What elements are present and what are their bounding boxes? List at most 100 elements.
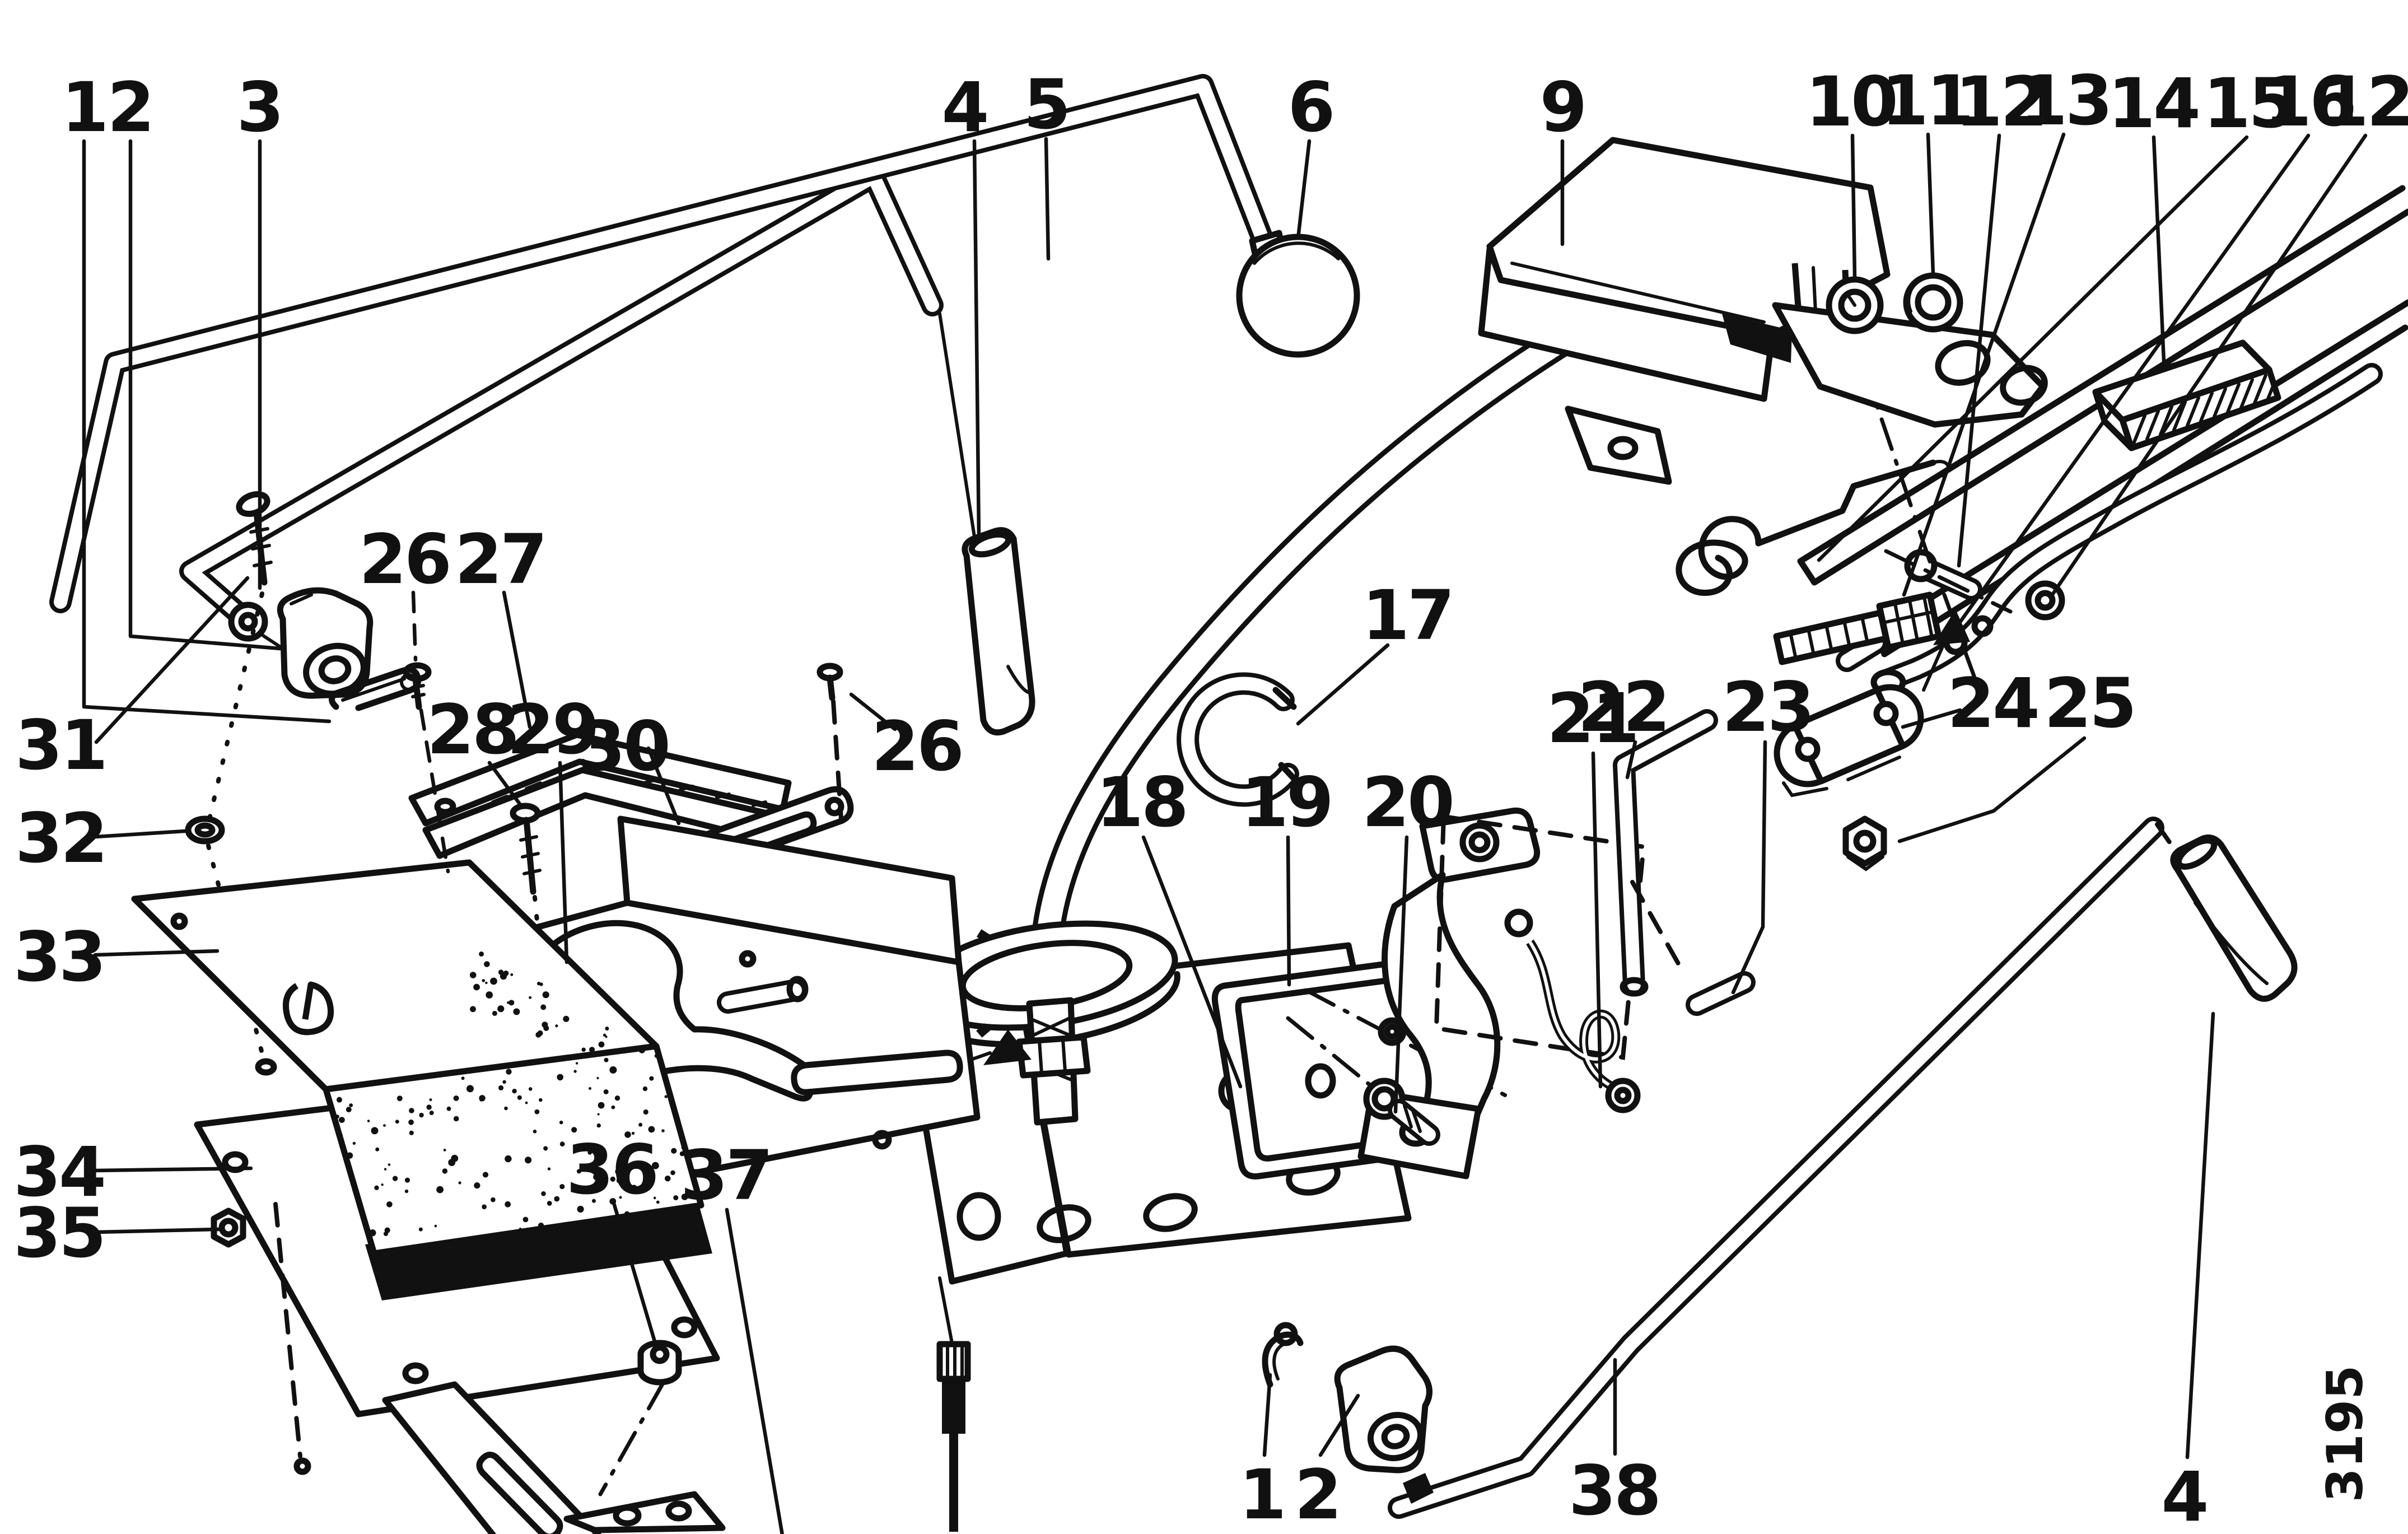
leader-line-19: [1286, 835, 1291, 987]
hand-grip-right: [2170, 834, 2298, 1002]
cover-washer: [185, 815, 267, 1064]
callout-label-30-20: 30: [578, 707, 669, 786]
cover-shadow: [365, 1199, 712, 1300]
callout-label-15-12: 15: [2203, 64, 2294, 143]
leader-line-35: [94, 1227, 221, 1234]
leader-line-6: [1296, 139, 1312, 240]
callout-label-26-16: 26: [359, 520, 450, 599]
plug-small: [1826, 276, 1884, 334]
leader-line-20: [1393, 835, 1409, 1114]
leader-line-21: [1591, 751, 1603, 1089]
leader-line-12: [2048, 133, 2368, 599]
callout-label-17-15: 17: [1362, 576, 1453, 655]
leader-line-25: [1897, 736, 2087, 843]
callout-label-16-13: 16: [2264, 62, 2355, 142]
hand-grip-left: [962, 527, 1035, 736]
stem-nut: [1016, 1034, 1091, 1079]
callout-label-4-40: 4: [2162, 1457, 2207, 1534]
set-screw-b: [816, 663, 843, 821]
leader-lines: [82, 132, 2368, 1534]
callout-label-38-39: 38: [1569, 1451, 1659, 1531]
lever-tube: [1030, 327, 1570, 953]
callout-label-12-9: 12: [1955, 62, 2046, 142]
callout-label-32-31: 32: [15, 799, 106, 878]
clamp-nut: [1842, 815, 1887, 871]
leader-line-4: [2185, 1011, 2215, 1460]
leader-line-1: [1262, 1373, 1272, 1457]
clamp-bracket: [1774, 684, 1924, 798]
leader-line-2: [128, 139, 282, 651]
leader-line-28: [487, 761, 523, 808]
leader-line-24: [1901, 708, 1962, 729]
leader-line-5: [1044, 137, 1051, 261]
housing-bracket: [1772, 302, 2046, 428]
callout-label-19-23: 19: [1241, 763, 1332, 842]
callout-label-26-21: 26: [871, 707, 962, 786]
clevis-pin: [1884, 549, 2013, 614]
callout-label-37-36: 37: [680, 1136, 771, 1215]
callout-label-33-32: 33: [13, 917, 104, 997]
callout-label-10-7: 10: [1805, 62, 1896, 142]
leader-line-29: [558, 761, 569, 964]
callout-label-1-37: 1: [1239, 1455, 1285, 1534]
callout-label-13-10: 13: [2020, 61, 2111, 141]
roll-pin: [1630, 880, 1756, 1016]
leader-line-17: [1296, 643, 1390, 726]
leader-line-26: [411, 590, 418, 662]
callout-label-31-30: 31: [15, 706, 106, 785]
shift-housing: [1478, 137, 2048, 485]
leader-line-12: [1957, 133, 2001, 568]
leader-line-23: [1731, 740, 1767, 995]
rubber-pad: [2092, 339, 2281, 451]
callout-label-36-35: 36: [566, 1130, 657, 1210]
plug-threaded: [1903, 272, 1963, 333]
leader-line-26: [419, 708, 450, 874]
callout-label-35-34: 35: [13, 1193, 104, 1273]
leader-line-30: [646, 746, 681, 826]
lock-clip-upper: [329, 666, 422, 711]
leader-line-27: [502, 590, 532, 729]
leader-line-36: [612, 1201, 659, 1349]
callout-label-2-38: 2: [1295, 1455, 1340, 1534]
callout-label-25-29: 25: [2044, 664, 2135, 743]
hex-bolt: [1363, 1078, 1440, 1146]
c-clip: [1177, 672, 1301, 807]
callout-label-4-3: 4: [942, 68, 987, 147]
leader-line-1: [82, 139, 332, 724]
callout-label-1-0: 1: [62, 68, 107, 147]
leader-line-16: [1953, 133, 2311, 631]
drawing-number: 3195: [2316, 1365, 2374, 1503]
flange-nut-b: [598, 1340, 682, 1496]
leader-line-13: [1902, 132, 2066, 597]
callout-label-2-1: 2: [108, 68, 153, 147]
threaded-stem: [917, 997, 1091, 1126]
ground-wire: [1504, 908, 1641, 1113]
callout-label-27-17: 27: [455, 520, 545, 599]
leader-line-31: [94, 576, 250, 744]
leader-line-34: [94, 1166, 253, 1173]
callout-label-21-25: 21: [1547, 679, 1637, 758]
leader-line-14: [2152, 135, 2166, 363]
leader-line-15: [1817, 135, 2249, 562]
leader-line-37: [725, 1207, 785, 1534]
leader-line-11: [1926, 132, 1935, 277]
leader-line-4: [972, 139, 981, 539]
callout-label-29-19: 29: [507, 690, 598, 770]
dashed-group-box: [1434, 814, 1646, 1060]
leader-line-2: [1318, 1393, 1360, 1457]
housing-tab: [1565, 405, 1672, 485]
callout-label-34-33: 34: [13, 1132, 104, 1212]
callout-label-28-18: 28: [427, 690, 517, 770]
callout-label-3-2: 3: [237, 68, 282, 147]
callout-label-9-6: 9: [1540, 68, 1585, 147]
leader-line-26: [849, 692, 897, 731]
callout-label-5-4: 5: [1024, 65, 1069, 144]
callout-label-14-11: 14: [2108, 64, 2199, 143]
leader-line-18: [1141, 835, 1243, 1089]
pedal-arm-bracket: [382, 1381, 726, 1534]
cover-axis: [273, 1202, 302, 1458]
control-rod-upper: [49, 74, 1292, 613]
